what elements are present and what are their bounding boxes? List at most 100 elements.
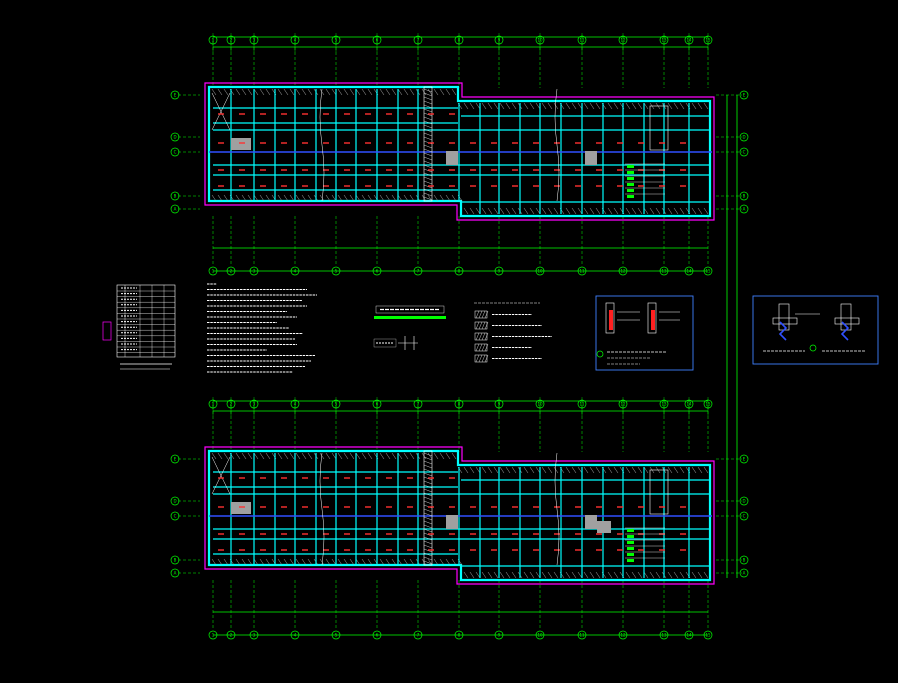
core-hatch xyxy=(423,452,433,457)
floor-plans: 1122334455667788991010111112121313141415… xyxy=(170,33,749,640)
building-outline xyxy=(204,82,715,221)
legend-hatch xyxy=(478,354,483,363)
wall-hatch xyxy=(247,88,253,96)
wall-hatch xyxy=(265,558,271,566)
wall-hatch xyxy=(427,452,433,460)
core-hatch xyxy=(423,152,433,157)
wall-hatch xyxy=(241,558,247,566)
wall-hatch xyxy=(511,207,517,215)
legend-hatch xyxy=(475,332,480,341)
axis-label: 4 xyxy=(294,38,297,43)
axis-label: 11 xyxy=(579,402,585,407)
legend-hatch xyxy=(481,354,486,363)
core-hatch xyxy=(423,560,433,565)
break-line xyxy=(319,452,325,566)
core-hatch xyxy=(423,472,433,477)
axis-label: 14 xyxy=(686,38,692,43)
core-hatch xyxy=(423,156,433,161)
axis-label: C xyxy=(174,150,177,155)
axis-bubble xyxy=(413,630,423,640)
wall-hatch xyxy=(379,558,385,566)
wall-hatch xyxy=(391,194,397,202)
stair-cross xyxy=(211,456,231,495)
wall-hatch xyxy=(361,194,367,202)
wall-hatch xyxy=(703,466,709,474)
floor-plan: 1122334455667788991010111112121313141415… xyxy=(170,397,749,640)
wall-hatch xyxy=(487,102,493,110)
core-hatch xyxy=(423,500,433,505)
wall-hatch xyxy=(523,207,529,215)
wall-hatch xyxy=(475,466,481,474)
wall-hatch xyxy=(565,571,571,579)
wall-hatch xyxy=(499,102,505,110)
wall-hatch xyxy=(337,558,343,566)
wall-hatch xyxy=(277,194,283,202)
table-cell xyxy=(627,171,634,174)
wall-hatch xyxy=(403,558,409,566)
core-hatch xyxy=(423,188,433,193)
axis-label: 11 xyxy=(579,633,585,638)
axis-label: D xyxy=(173,135,176,140)
wall-hatch xyxy=(667,207,673,215)
wall-hatch xyxy=(409,452,415,460)
wall-hatch xyxy=(283,88,289,96)
wall-hatch xyxy=(403,88,409,96)
wall-hatch xyxy=(481,207,487,215)
axis-bubble xyxy=(226,630,236,640)
wall-hatch xyxy=(523,571,529,579)
axis-label: 12 xyxy=(620,402,626,407)
wall-hatch xyxy=(679,207,685,215)
wall-hatch xyxy=(679,571,685,579)
core-hatch xyxy=(423,456,433,461)
wall-hatch xyxy=(499,466,505,474)
axis-label: 3 xyxy=(253,633,256,638)
axis-bubble xyxy=(372,266,382,276)
axis-label: 9 xyxy=(498,38,501,43)
wall-hatch xyxy=(493,102,499,110)
wall-hatch xyxy=(595,207,601,215)
wall-hatch xyxy=(325,194,331,202)
wall-hatch xyxy=(379,88,385,96)
wall-hatch xyxy=(367,558,373,566)
wall-hatch xyxy=(397,88,403,96)
core-hatch xyxy=(423,524,433,529)
axis-bubble xyxy=(170,204,180,214)
wall-hatch xyxy=(703,571,709,579)
core-hatch xyxy=(423,172,433,177)
wall-hatch xyxy=(235,452,241,460)
wall-hatch xyxy=(247,558,253,566)
axis-bubble xyxy=(659,630,669,640)
legend-hatch xyxy=(481,310,486,319)
legend-hatch xyxy=(475,310,480,319)
wall-hatch xyxy=(493,571,499,579)
axis-label: 15 xyxy=(705,633,711,638)
wall-hatch xyxy=(439,558,445,566)
axis-bubble xyxy=(170,496,180,506)
wall-hatch xyxy=(643,466,649,474)
wall-hatch xyxy=(277,452,283,460)
legend-hatch xyxy=(475,321,480,330)
core-hatch xyxy=(423,116,433,121)
filled-area xyxy=(231,138,251,150)
wall-hatch xyxy=(325,558,331,566)
axis-label: 1 xyxy=(212,633,215,638)
wall-hatch xyxy=(577,466,583,474)
wall-hatch xyxy=(547,102,553,110)
break-line xyxy=(554,88,560,202)
wall-hatch xyxy=(697,466,703,474)
wall-hatch xyxy=(217,452,223,460)
axis-label: 2 xyxy=(230,269,233,274)
wall-hatch xyxy=(547,571,553,579)
axis-label: A xyxy=(174,207,177,212)
table-cell xyxy=(627,165,634,168)
wall-hatch xyxy=(535,207,541,215)
axis-label: 10 xyxy=(537,402,543,407)
wall-hatch xyxy=(535,466,541,474)
wall-hatch xyxy=(655,207,661,215)
axis-bubble xyxy=(618,630,628,640)
wall-hatch xyxy=(343,88,349,96)
core-hatch xyxy=(423,148,433,153)
axis-bubble xyxy=(331,266,341,276)
wall-hatch xyxy=(283,194,289,202)
